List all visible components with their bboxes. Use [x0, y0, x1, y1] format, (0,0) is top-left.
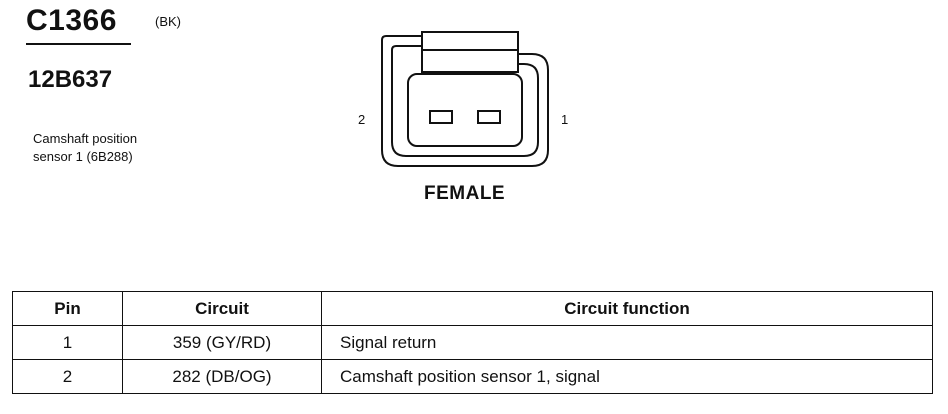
- pin-table: Pin Circuit Circuit function 1 359 (GY/R…: [12, 291, 933, 394]
- title-underline: [26, 43, 131, 45]
- cell-pin: 2: [12, 359, 123, 394]
- connector-color: (BK): [155, 14, 181, 29]
- connector-housing-outer: [381, 35, 549, 167]
- header-pin: Pin: [12, 291, 123, 326]
- terminal-cavity: [407, 73, 523, 147]
- cell-circuit: 282 (DB/OG): [122, 359, 322, 394]
- connector-face-diagram: [381, 31, 549, 167]
- pin-1-label: 1: [561, 112, 569, 127]
- table-row: 1 359 (GY/RD) Signal return: [12, 325, 933, 360]
- pin-1-terminal: [477, 110, 501, 124]
- table-row: 2 282 (DB/OG) Camshaft position sensor 1…: [12, 359, 933, 394]
- cell-circuit-function: Camshaft position sensor 1, signal: [321, 359, 933, 394]
- connector-id: C1366: [26, 4, 117, 37]
- cell-circuit-function: Signal return: [321, 325, 933, 360]
- cell-circuit: 359 (GY/RD): [122, 325, 322, 360]
- locking-tab: [421, 31, 519, 73]
- part-number: 12B637: [28, 66, 113, 93]
- connector-gender-label: FEMALE: [424, 183, 506, 204]
- header-circuit: Circuit: [122, 291, 322, 326]
- table-header-row: Pin Circuit Circuit function: [12, 291, 933, 326]
- connector-housing-inner: [391, 45, 539, 157]
- header-circuit-function: Circuit function: [321, 291, 933, 326]
- cell-pin: 1: [12, 325, 123, 360]
- pin-2-terminal: [429, 110, 453, 124]
- pin-2-label: 2: [358, 112, 366, 127]
